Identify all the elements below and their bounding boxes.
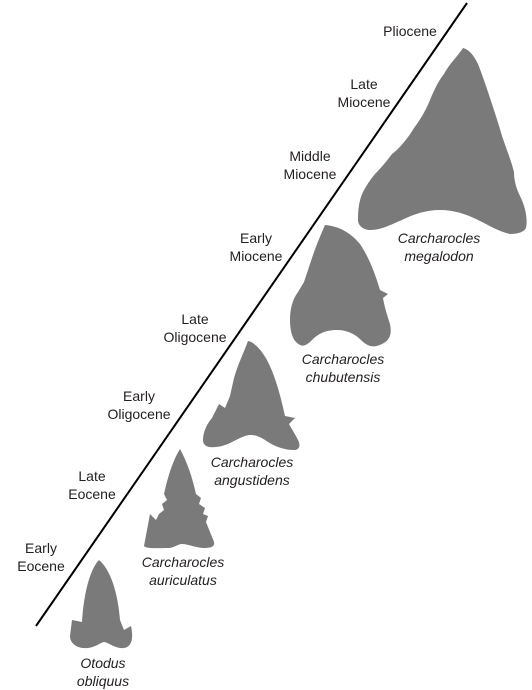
species-label-carcharocles-megalodon: Carcharocles megalodon [384, 229, 494, 265]
epoch-line2: Oligocene [163, 329, 227, 345]
carcharocles-chubutensis-tooth [290, 225, 391, 347]
species-label-otodus-obliquus: Otodus obliquus [58, 654, 148, 690]
epoch-line1: Late [350, 76, 378, 92]
species-epithet: megalodon [404, 248, 474, 264]
species-genus: Otodus [80, 655, 126, 671]
carcharocles-angustidens-tooth [203, 341, 300, 450]
epoch-label-late-eocene: Late Eocene [57, 467, 127, 503]
carcharocles-auriculatus-tooth [144, 449, 215, 549]
epoch-line1: Pliocene [383, 23, 437, 39]
epoch-line2: Miocene [283, 166, 337, 182]
epoch-label-late-miocene: Late Miocene [324, 75, 404, 111]
epoch-line2: Oligocene [107, 406, 171, 422]
species-genus: Carcharocles [301, 351, 385, 367]
epoch-label-middle-miocene: Middle Miocene [270, 147, 350, 183]
epoch-line1: Early [123, 388, 155, 404]
species-epithet: chubutensis [305, 369, 381, 385]
carcharocles-megalodon-tooth [358, 48, 527, 234]
species-epithet: auriculatus [149, 572, 217, 588]
epoch-line2: Eocene [68, 486, 116, 502]
epoch-label-early-miocene: Early Miocene [216, 229, 296, 265]
species-genus: Carcharocles [397, 230, 481, 246]
species-label-carcharocles-auriculatus: Carcharocles auriculatus [128, 553, 238, 589]
timeline-line [35, 2, 468, 627]
epoch-line2: Eocene [17, 558, 65, 574]
species-label-carcharocles-angustidens: Carcharocles angustidens [197, 453, 307, 489]
epoch-line1: Middle [289, 148, 331, 164]
epoch-line1: Early [240, 230, 272, 246]
otodus-obliquus-tooth [70, 560, 133, 649]
epoch-line1: Late [78, 468, 106, 484]
species-epithet: angustidens [214, 472, 290, 488]
species-label-carcharocles-chubutensis: Carcharocles chubutensis [288, 350, 398, 386]
species-genus: Carcharocles [210, 454, 294, 470]
epoch-line1: Early [25, 540, 57, 556]
epoch-label-late-oligocene: Late Oligocene [150, 310, 240, 346]
epoch-line2: Miocene [337, 94, 391, 110]
epoch-line1: Late [181, 311, 209, 327]
species-genus: Carcharocles [141, 554, 225, 570]
epoch-label-early-eocene: Early Eocene [6, 539, 76, 575]
species-epithet: obliquus [76, 673, 130, 689]
epoch-line2: Miocene [229, 248, 283, 264]
epoch-label-early-oligocene: Early Oligocene [94, 387, 184, 423]
epoch-label-pliocene: Pliocene [370, 22, 450, 40]
